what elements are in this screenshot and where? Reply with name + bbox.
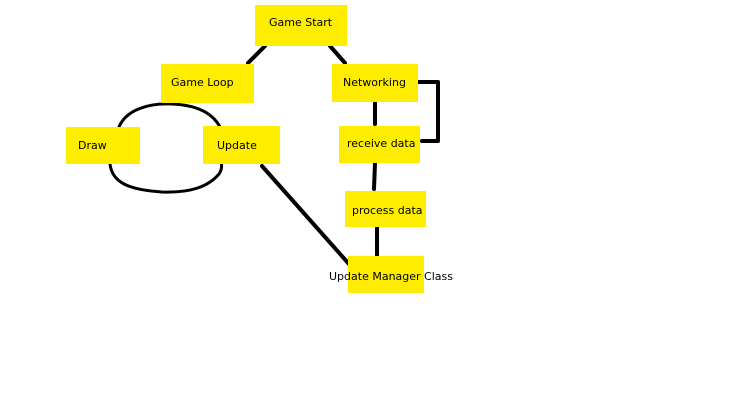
node-draw	[66, 127, 140, 164]
node-game-loop-label: Game Loop	[171, 76, 234, 89]
node-update	[203, 126, 280, 164]
node-update-manager	[348, 256, 424, 293]
edge-update-update-manager	[260, 164, 351, 266]
node-receive-data	[339, 126, 420, 163]
edge-receive-data-loop	[416, 80, 440, 143]
edge-draw-update-cycle-top	[117, 102, 222, 129]
node-game-start	[255, 5, 347, 46]
edge-receive-data-process-data	[372, 161, 377, 191]
node-draw-label: Draw	[78, 139, 107, 152]
node-process-data-label: process data	[352, 204, 423, 217]
edge-game-start-networking	[328, 44, 347, 65]
node-update-manager-label: Update Manager Class	[329, 270, 453, 283]
edge-game-start-game-loop	[246, 44, 267, 65]
node-update-label: Update	[217, 139, 257, 152]
node-game-loop	[161, 64, 254, 103]
node-process-data	[345, 191, 426, 227]
edge-draw-update-cycle-bottom	[108, 160, 224, 194]
node-networking	[332, 64, 418, 102]
node-receive-data-label: receive data	[347, 137, 416, 150]
node-game-start-label: Game Start	[269, 16, 333, 29]
node-networking-label: Networking	[343, 76, 406, 89]
